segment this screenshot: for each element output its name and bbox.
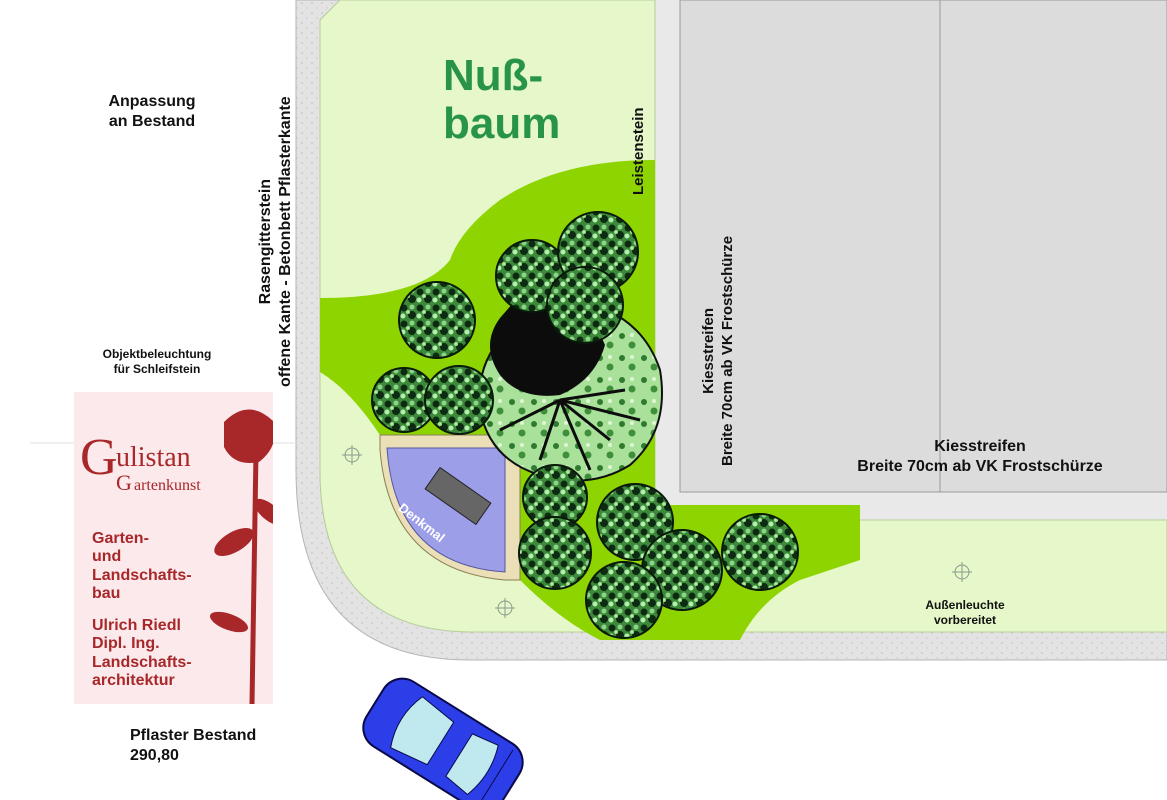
anpassung-label: Anpassung an Bestand [92, 92, 212, 132]
aussenleuchte-label: Außenleuchte vorbereitet [900, 598, 1030, 628]
pflaster-label: Pflaster Bestand 290,80 [130, 726, 256, 766]
aussen-line1: Außenleuchte [925, 598, 1005, 612]
plan-title: Nuß- baum [443, 51, 561, 149]
shrub-group [371, 211, 799, 639]
plan-title-line2: baum [443, 99, 561, 149]
rose-icon [210, 409, 273, 704]
gulistan-logo: G ulistan G artenkunst Garten- und Lands… [74, 392, 273, 704]
kies-vert-line1: Kiesstreifen [700, 308, 717, 394]
monument-stone [424, 466, 492, 526]
monument-base [386, 447, 506, 573]
lamp-markers [342, 445, 972, 618]
pflaster-line1: Pflaster Bestand [130, 727, 257, 744]
logo-ulistan: ulistan [116, 442, 191, 473]
logo-artenkunst: artenkunst [134, 477, 201, 494]
leistenstein-label: Leistenstein [630, 107, 647, 195]
plan-title-line1: Nuß- [443, 51, 544, 100]
logo-block-riedl: Ulrich Riedl Dipl. Ing. Landschafts- arc… [92, 617, 192, 690]
anpassung-line2: an Bestand [108, 113, 196, 130]
kies-horiz-line1: Kiesstreifen [934, 438, 1026, 455]
aussen-line2: vorbereitet [933, 613, 997, 627]
walnut-tree-branches [499, 388, 641, 471]
objekt-line2: für Schleifstein [113, 362, 201, 376]
pflaster-line2: 290,80 [130, 747, 179, 764]
logo-letter-g: G [80, 429, 118, 486]
objektbeleuchtung-label: Objektbeleuchtung für Schleifstein [82, 347, 232, 377]
kies-horiz-line2: Breite 70cm ab VK Frostschürze [857, 458, 1103, 475]
rasengitterstein-label: Rasengitterstein offene Kante - Betonbet… [256, 96, 296, 387]
kiesstreifen-horizontal-label: Kiesstreifen Breite 70cm ab VK Frostschü… [815, 437, 1145, 477]
paved-building-area [679, 0, 1167, 493]
logo-block-garten: Garten- und Landschafts- bau [92, 530, 192, 603]
kies-vert-line2: Breite 70cm ab VK Frostschürze [718, 235, 736, 466]
kiesstreifen-vertical-label: Kiesstreifen Breite 70cm ab VK Frostschü… [700, 236, 738, 466]
anpassung-line1: Anpassung [108, 93, 196, 110]
rasen-line1: Rasengitterstein [257, 178, 274, 305]
objekt-line1: Objektbeleuchtung [102, 347, 212, 361]
rasen-line2: offene Kante - Betonbett Pflasterkante [277, 96, 294, 387]
car [362, 677, 524, 800]
logo-letter-g2: G [116, 470, 132, 495]
